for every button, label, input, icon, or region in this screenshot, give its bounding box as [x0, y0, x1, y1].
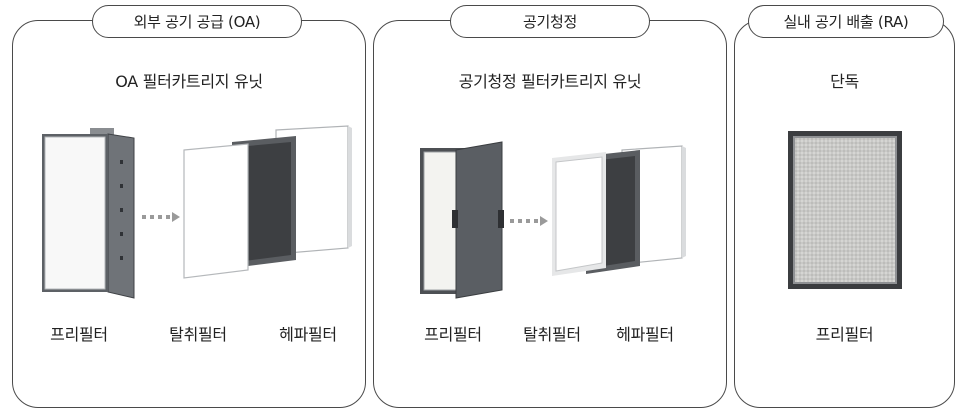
air-purifier-cartridge-unit-icon — [420, 141, 504, 299]
pre-filter-panel-icon — [183, 143, 249, 279]
air-purifier-filter-layers-icon — [552, 145, 686, 276]
ra-section-tab-label: 실내 공기 배출 (RA) — [783, 13, 909, 31]
oa-unit-title: OA 필터카트리지 유닛 — [115, 72, 263, 91]
ra-section-tab: 실내 공기 배출 (RA) — [748, 5, 944, 38]
ra-pre-filter-label: 프리필터 — [815, 325, 874, 344]
pre-filter-panel-icon — [788, 131, 902, 289]
oa-filter-layers-icon — [183, 125, 352, 279]
oa-section-tab: 외부 공기 공급 (OA) — [92, 5, 302, 38]
air-purifier-deodorizing-filter-label: 탈취필터 — [523, 325, 581, 344]
oa-deodorizing-filter-label: 탈취필터 — [169, 325, 227, 344]
oa-cartridge-unit-icon — [42, 128, 135, 299]
air-purifier-section-tab-label: 공기청정 — [522, 13, 577, 31]
pre-filter-panel-icon — [552, 152, 606, 276]
dotted-arrow-icon — [142, 212, 180, 222]
oa-pre-filter-label: 프리필터 — [50, 325, 108, 344]
dotted-arrow-icon — [510, 216, 548, 226]
air-purifier-pre-filter-label: 프리필터 — [424, 325, 482, 344]
ra-unit-title: 단독 — [830, 72, 859, 91]
oa-section-tab-label: 외부 공기 공급 (OA) — [133, 13, 261, 31]
air-purifier-hepa-filter-label: 헤파필터 — [616, 325, 674, 344]
oa-hepa-filter-label: 헤파필터 — [279, 325, 337, 344]
air-purifier-unit-title: 공기청정 필터카트리지 유닛 — [458, 72, 642, 91]
air-purifier-section-tab: 공기청정 — [450, 5, 650, 38]
